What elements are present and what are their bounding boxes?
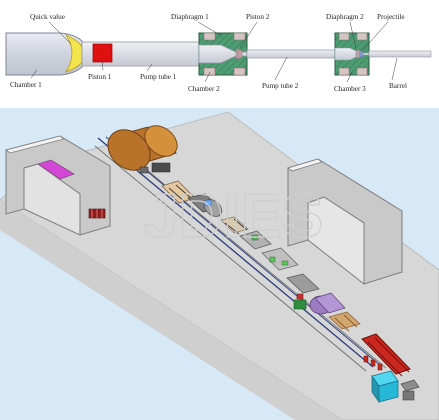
- label-quick-valve: Quick value: [30, 13, 65, 21]
- machinery-segment-6: [286, 273, 320, 310]
- leader-diaphragm-1: [197, 21, 223, 37]
- floor-edge-shadow: [0, 200, 342, 420]
- barrel: [368, 50, 432, 58]
- label-piston-2: Piston 2: [246, 13, 270, 21]
- chamber-2-bolt-bottom-left: [203, 67, 216, 76]
- tan-support-frame: [328, 311, 361, 332]
- rail-blue-2: [105, 136, 382, 367]
- rail-blue-1: [97, 137, 374, 368]
- chamber-3-bolt-bottom-left: [338, 67, 350, 76]
- label-chamber-2: Chamber 2: [188, 85, 220, 93]
- projectile: [359, 50, 364, 58]
- machinery-segment-5: [261, 247, 299, 271]
- label-diaphragm-2: Diaphragm 2: [326, 13, 364, 21]
- leader-piston-1: [101, 60, 104, 71]
- machinery-segment-4: [239, 230, 272, 250]
- right-building-inner: [307, 196, 365, 286]
- label-pump-tube-1: Pump tube 1: [140, 73, 177, 81]
- label-piston-1: Piston 1: [88, 73, 112, 81]
- chamber-1: [5, 32, 83, 76]
- machinery-segment-1: [161, 180, 196, 204]
- chamber-2-bolt-top-left: [203, 32, 216, 41]
- piston-1: [92, 43, 113, 63]
- leader-chamber-1: [30, 69, 38, 79]
- rail-grey-1: [94, 145, 367, 372]
- piston-2: [237, 49, 243, 59]
- machinery-segment-2: [187, 193, 223, 217]
- label-chamber-1: Chamber 1: [10, 81, 42, 89]
- chamber-2-bolt-top-right: [233, 32, 246, 41]
- leader-quick-valve: [48, 21, 72, 45]
- label-diaphragm-1: Diaphragm 1: [171, 13, 209, 21]
- label-projectile: Projectile: [377, 13, 405, 21]
- purple-chamber-unit: [309, 292, 346, 315]
- facility-3d-panel: JDIES: [0, 108, 439, 420]
- rail-grey-2: [111, 140, 387, 369]
- facility-3d-render: JDIES: [0, 111, 439, 420]
- label-pump-tube-2: Pump tube 2: [262, 82, 299, 90]
- chamber-2-bolt-bottom-right: [233, 67, 246, 76]
- terminal-grey-box: [400, 379, 420, 401]
- leader-piston-2: [239, 21, 258, 49]
- red-barrel-machine: [361, 333, 411, 377]
- label-barrel: Barrel: [389, 82, 407, 90]
- leader-chamber-3: [346, 71, 353, 83]
- leader-projectile: [361, 21, 389, 52]
- chamber-3-bolt-top-right: [356, 32, 368, 41]
- pump-tube-2: [246, 49, 336, 59]
- chamber-3-bolt-bottom-right: [356, 67, 368, 76]
- left-building-inner: [23, 163, 81, 236]
- diaphragm-2: [355, 49, 361, 59]
- leader-pump-tube-1: [146, 63, 153, 72]
- label-chamber-3: Chamber 3: [334, 85, 366, 93]
- quick-valve: [64, 34, 83, 73]
- gun-schematic: Quick value Chamber 1 Piston 1 Pump tube…: [5, 13, 432, 93]
- left-building-top: [5, 135, 65, 154]
- right-building-top: [287, 158, 323, 172]
- leader-diaphragm-2: [349, 21, 357, 49]
- leader-barrel: [391, 57, 398, 81]
- leader-pump-tube-2: [274, 56, 288, 81]
- leader-chamber-2: [204, 71, 211, 83]
- left-building-magenta-pad: [37, 159, 75, 180]
- cyan-target-box: [371, 370, 399, 404]
- gun-schematic-panel: Quick value Chamber 1 Piston 1 Pump tube…: [0, 0, 439, 104]
- chamber-3-bolt-top-left: [338, 32, 350, 41]
- machinery-segment-3: [220, 216, 249, 235]
- orange-tank: [107, 125, 178, 174]
- watermark-text: JDIES: [144, 182, 323, 251]
